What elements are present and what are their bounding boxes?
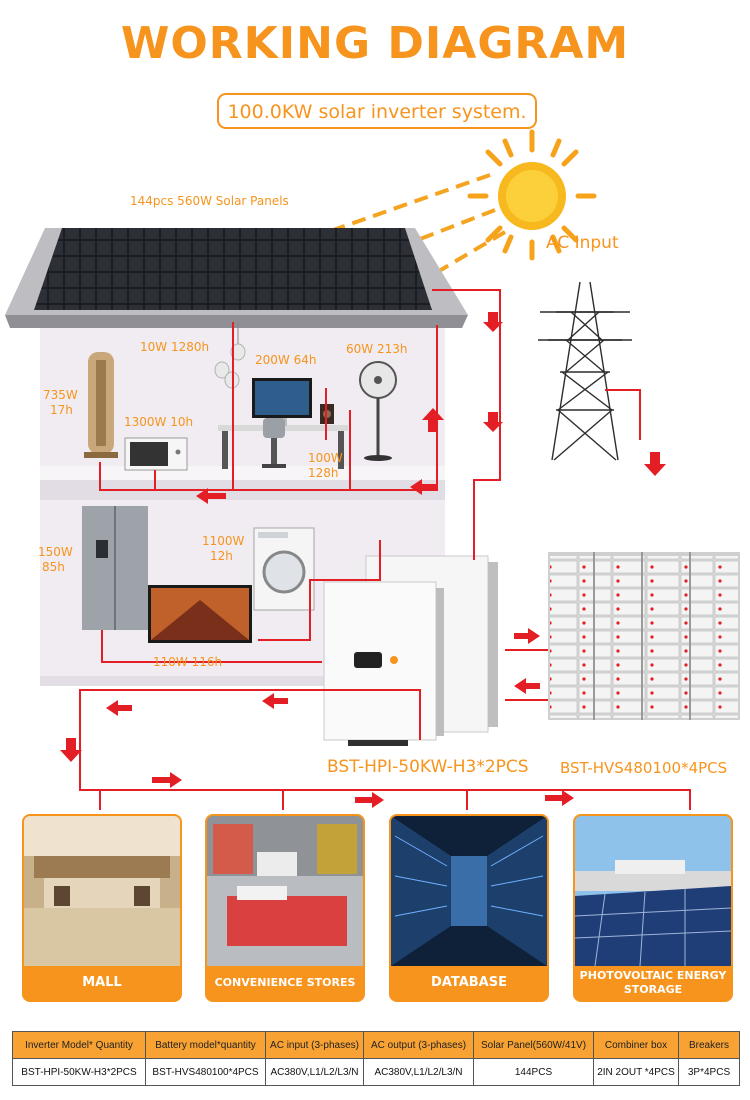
card-database-label: DATABASE bbox=[431, 975, 507, 990]
tv-label: 110W 116h bbox=[153, 655, 223, 669]
chair-icon bbox=[262, 418, 286, 468]
solar-panels-label: 144pcs 560W Solar Panels bbox=[130, 194, 289, 208]
battery-rack bbox=[548, 552, 740, 720]
inverter-front bbox=[323, 581, 444, 746]
table-cell: BST-HVS480100*4PCS bbox=[145, 1058, 266, 1086]
card-photovoltaic-energy-storage-label: PHOTOVOLTAIC ENERGY STORAGE bbox=[579, 969, 727, 996]
tower-icon bbox=[538, 281, 632, 461]
diagram-graphic bbox=[5, 129, 740, 810]
header-cell: Inverter Model* Quantity bbox=[12, 1031, 146, 1059]
washer-hours: 12h bbox=[210, 549, 233, 563]
lamp-label: 10W 1280h bbox=[140, 340, 210, 354]
washer-icon bbox=[253, 527, 315, 611]
card-photovoltaic-energy-storage: PHOTOVOLTAIC ENERGY STORAGE bbox=[573, 814, 733, 1002]
tower-fan-watts: 735W bbox=[43, 388, 78, 402]
table-cell: 3P*4PCS bbox=[678, 1058, 740, 1086]
card-mall: MALL bbox=[22, 814, 182, 1002]
fridge-watts: 150W bbox=[38, 545, 73, 559]
inverter-label: BST-HPI-50KW-H3*2PCS bbox=[327, 757, 529, 777]
spec-table: Inverter Model* Quantity Battery model*q… bbox=[12, 1031, 740, 1086]
pv-image bbox=[575, 816, 731, 966]
table-cell: BST-HPI-50KW-H3*2PCS bbox=[12, 1058, 146, 1086]
card-convenience-stores-label: CONVENIENCE STORES bbox=[214, 976, 356, 989]
card-database: DATABASE bbox=[389, 814, 549, 1002]
battery-label: BST-HVS480100*4PCS bbox=[560, 759, 728, 777]
fridge-icon bbox=[82, 506, 148, 630]
header-cell: Battery model*quantity bbox=[145, 1031, 266, 1059]
card-convenience-stores: CONVENIENCE STORES bbox=[205, 814, 365, 1002]
computer-label: 200W 64h bbox=[255, 353, 317, 367]
speaker-hours: 128h bbox=[308, 466, 339, 480]
mall-image bbox=[24, 816, 180, 966]
computer-icon bbox=[252, 378, 312, 426]
tower-fan-hours: 17h bbox=[50, 403, 73, 417]
header-cell: Breakers bbox=[678, 1031, 740, 1059]
header-cell: Solar Panel(560W/41V) bbox=[473, 1031, 594, 1059]
tower-fan-icon bbox=[84, 352, 118, 458]
sun-icon bbox=[467, 129, 597, 261]
header-cell: AC output (3-phases) bbox=[363, 1031, 474, 1059]
wiring bbox=[79, 289, 691, 810]
tv-icon bbox=[148, 585, 252, 643]
table-cell: 2IN 2OUT *4PCS bbox=[593, 1058, 679, 1086]
table-cell: 144PCS bbox=[473, 1058, 594, 1086]
card-mall-label: MALL bbox=[82, 975, 122, 990]
ac-input-label: AC Input bbox=[546, 233, 619, 253]
page-title: WORKING DIAGRAM bbox=[120, 18, 630, 69]
speaker-watts: 100W bbox=[308, 451, 343, 465]
table-cell: AC380V,L1/L2/L3/N bbox=[363, 1058, 474, 1086]
header-cell: AC input (3-phases) bbox=[265, 1031, 364, 1059]
standing-fan-icon bbox=[359, 361, 397, 461]
spec-table-header: Inverter Model* Quantity Battery model*q… bbox=[12, 1031, 740, 1059]
store-image bbox=[207, 816, 363, 966]
database-image bbox=[391, 816, 547, 966]
solar-panel-array bbox=[34, 228, 432, 310]
subtitle: 100.0KW solar inverter system. bbox=[217, 93, 537, 129]
washer-watts: 1100W bbox=[202, 534, 245, 548]
fridge-hours: 85h bbox=[42, 560, 65, 574]
fan-label: 60W 213h bbox=[346, 342, 408, 356]
microwave-icon bbox=[124, 437, 188, 471]
table-cell: AC380V,L1/L2/L3/N bbox=[265, 1058, 364, 1086]
table-row: BST-HPI-50KW-H3*2PCS BST-HVS480100*4PCS … bbox=[12, 1058, 740, 1086]
flow-arrows bbox=[60, 312, 666, 808]
microwave-label: 1300W 10h bbox=[124, 415, 194, 429]
header-cell: Combiner box bbox=[593, 1031, 679, 1059]
